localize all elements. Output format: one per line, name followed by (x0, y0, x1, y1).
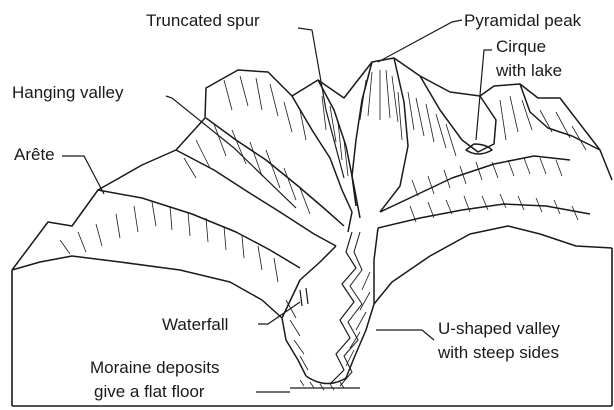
hanging-valley-lip (206, 118, 344, 226)
right-trough-lower (378, 204, 590, 228)
label-cirque-with-lake: with lake (495, 61, 562, 80)
label-waterfall: Waterfall (162, 315, 228, 334)
right-trough-upper (380, 156, 570, 212)
u-valley-right-wall (346, 228, 378, 378)
label-truncated-spur: Truncated spur (146, 11, 260, 30)
pyramidal-peak-face-right (380, 58, 408, 212)
label-u-shaped-valley: U-shaped valley (438, 319, 560, 338)
leader-truncated-spur (298, 28, 344, 178)
arete-ridge (98, 190, 300, 268)
label-cirque: Cirque (496, 37, 546, 56)
right-base-ridge (374, 226, 612, 304)
u-valley-left-wall (282, 246, 336, 376)
landscape-block (12, 58, 612, 388)
leader-arete (62, 156, 104, 194)
label-pyramidal-peak: Pyramidal peak (464, 11, 582, 30)
leader-lines (62, 20, 492, 392)
cirque-rim (420, 76, 496, 152)
slope-hatching (60, 70, 586, 390)
left-base-ridge (12, 256, 282, 318)
leader-hanging-valley (166, 96, 296, 208)
label-flat-floor: give a flat floor (94, 382, 205, 401)
label-steep-sides: with steep sides (437, 343, 559, 362)
leader-u-valley (376, 330, 434, 340)
label-moraine-deposits: Moraine deposits (90, 358, 219, 377)
label-arete: Arête (14, 145, 55, 164)
waterfall-streak (300, 288, 308, 306)
leader-cirque (476, 50, 492, 140)
meltwater-river-bank (340, 232, 362, 386)
label-hanging-valley: Hanging valley (12, 83, 124, 102)
leader-waterfall (258, 302, 300, 324)
leader-pyramidal-peak (378, 20, 462, 62)
